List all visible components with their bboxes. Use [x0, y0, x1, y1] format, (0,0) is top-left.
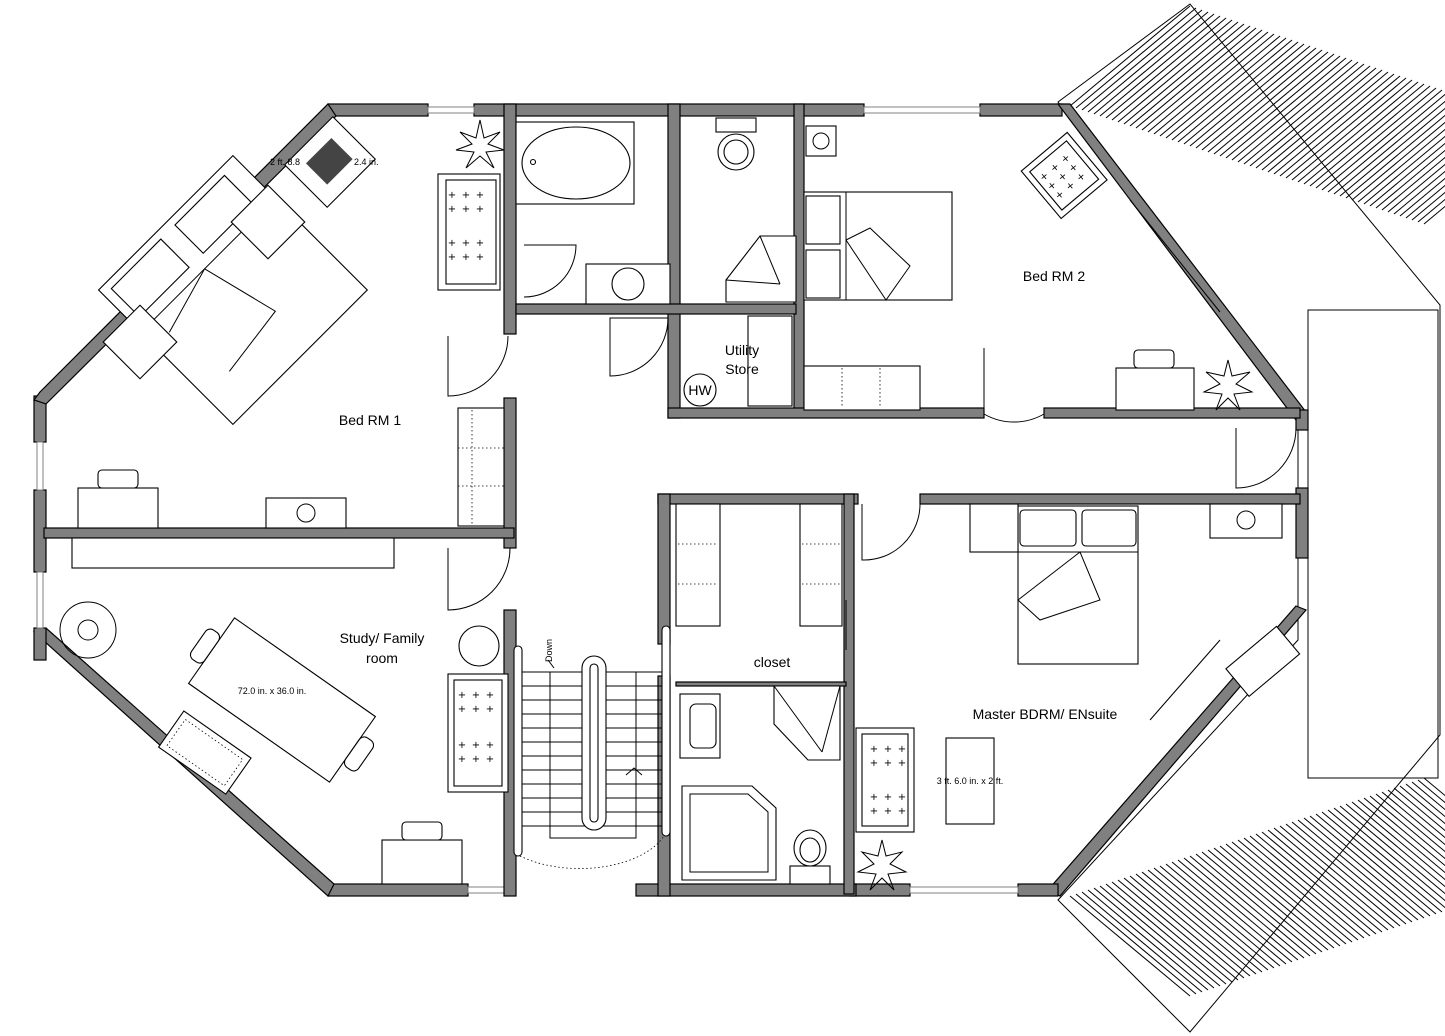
svg-text:+: +: [472, 754, 480, 765]
tub: [515, 121, 635, 205]
desk-dimension-1: 2 ft. 8.8: [270, 157, 300, 167]
closet-shelves: [675, 503, 847, 650]
doors: [447, 244, 1297, 611]
svg-text:+: +: [884, 792, 892, 803]
svg-text:+: +: [486, 754, 494, 765]
svg-text:+: +: [884, 758, 892, 769]
staircase: [513, 625, 671, 869]
plant-study: [59, 601, 117, 659]
desk-chair-2: [1115, 349, 1195, 411]
svg-text:+: +: [898, 744, 906, 755]
cabinet-study: [157, 710, 252, 795]
svg-text:+: +: [486, 704, 494, 715]
svg-text:+: +: [458, 740, 466, 751]
nightstand-1b: [102, 304, 178, 380]
desk-1: [283, 115, 377, 209]
svg-text:+: +: [448, 190, 456, 201]
svg-text:+: +: [462, 252, 470, 263]
plant-2: [1202, 359, 1254, 411]
side-table: [458, 625, 500, 667]
utility-label-line1: Utility: [725, 342, 759, 358]
stair-direction-label: Down: [544, 639, 554, 662]
bed-rm-1-label: Bed RM 1: [339, 412, 401, 428]
water-heater: [683, 373, 717, 407]
svg-text:+: +: [462, 190, 470, 201]
svg-text:+: +: [476, 190, 484, 201]
master-plant: [856, 839, 908, 891]
master-bed: [1017, 505, 1139, 665]
master-counter: [969, 503, 1019, 553]
ensuite-toilet: [789, 829, 831, 885]
svg-text:+: +: [458, 704, 466, 715]
ensuite-sink: [679, 693, 721, 759]
svg-text:+: +: [476, 204, 484, 215]
svg-text:+: +: [448, 252, 456, 263]
shower-a: [725, 235, 797, 303]
svg-text:+: +: [462, 204, 470, 215]
ensuite-shower-2: [681, 785, 777, 881]
svg-text:+: +: [486, 740, 494, 751]
svg-text:+: +: [448, 238, 456, 249]
desk-chair-study: [381, 821, 463, 885]
utility-cabinet: [747, 315, 793, 407]
svg-text:+: +: [898, 758, 906, 769]
svg-text:+: +: [458, 690, 466, 701]
svg-text:+: +: [476, 238, 484, 249]
plant-1: [455, 119, 505, 169]
desk-dimension-2: 2.4 in.: [354, 157, 379, 167]
bed-2: [803, 191, 953, 301]
study-label-line2: room: [366, 650, 398, 666]
bookshelf: [71, 537, 395, 569]
armchair-2: +++++++++: [1020, 131, 1108, 220]
svg-text:+: +: [884, 744, 892, 755]
bed-rm-2-label: Bed RM 2: [1023, 268, 1085, 284]
deck: [1057, 3, 1445, 1033]
svg-text:+: +: [870, 758, 878, 769]
table: [187, 617, 377, 783]
master-nightstand: [1209, 503, 1283, 539]
windows: [36, 106, 1221, 894]
dresser-1: [265, 497, 347, 529]
svg-text:+: +: [448, 204, 456, 215]
svg-text:+: +: [472, 740, 480, 751]
svg-text:+: +: [898, 806, 906, 817]
master-cabinet: [1225, 625, 1301, 698]
dresser-2: [803, 365, 921, 411]
svg-text:+: +: [870, 792, 878, 803]
svg-text:+: +: [458, 754, 466, 765]
utility-label-line2: Store: [725, 361, 759, 377]
desk-chair-1: [77, 469, 159, 529]
closet-label: closet: [754, 654, 791, 670]
master-label: Master BDRM/ ENsuite: [973, 706, 1118, 722]
armchair-study: + + + + + + + + + + + +: [447, 673, 509, 793]
svg-text:+: +: [898, 792, 906, 803]
master-bench: [945, 737, 995, 825]
svg-text:+: +: [870, 744, 878, 755]
nightstand-2: [805, 125, 837, 157]
svg-text:+: +: [486, 690, 494, 701]
svg-text:+: +: [884, 806, 892, 817]
armchair-1: + + + + + + + + + + + +: [437, 173, 501, 291]
svg-text:+: +: [462, 238, 470, 249]
table-dimension: 72.0 in. x 36.0 in.: [238, 686, 307, 696]
nightstand-1a: [230, 184, 306, 260]
study-label-line1: Study/ Family: [340, 630, 425, 646]
sink-a: [585, 263, 671, 305]
shelf-1: [457, 407, 505, 527]
ensuite-shower-1: [773, 685, 841, 761]
svg-text:+: +: [870, 806, 878, 817]
water-heater-label: HW: [688, 382, 712, 398]
master-armchair: + + + + + + + + + + + +: [855, 727, 915, 833]
svg-text:+: +: [476, 252, 484, 263]
toilet-a: [715, 117, 757, 171]
bench-dimension: 3 ft. 6.0 in. x 2 ft.: [937, 776, 1004, 786]
svg-text:+: +: [472, 690, 480, 701]
svg-text:+: +: [472, 704, 480, 715]
